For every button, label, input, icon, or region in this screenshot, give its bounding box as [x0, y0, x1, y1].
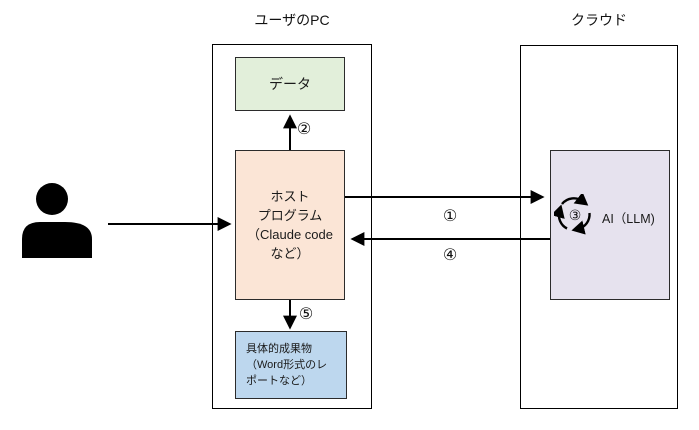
cycle-arrows-icon [554, 194, 591, 235]
deliverable-box: 具体的成果物 （Word形式のレ ポートなど） [235, 331, 347, 399]
data-box: データ [235, 57, 345, 111]
host-program-line: プログラム [257, 208, 323, 223]
arrow-label-1: ① [442, 208, 458, 225]
host-program-line: （Claude code [247, 227, 333, 242]
person-icon [22, 183, 92, 258]
ai-llm-box [550, 150, 670, 300]
host-program-box: ホスト プログラム （Claude code など） [235, 150, 345, 300]
cloud-title: クラウド [571, 12, 627, 28]
host-program-line: など） [270, 246, 310, 261]
data-box-label: データ [269, 76, 311, 92]
ai-llm-label: AI（LLM) [602, 212, 655, 226]
host-program-line: ホスト [270, 189, 310, 204]
arrow-label-3: ③ [568, 207, 582, 223]
deliverable-line: ポートなど） [246, 375, 312, 387]
arrow-label-4: ④ [442, 247, 458, 264]
deliverable-line: 具体的成果物 [246, 343, 312, 355]
deliverable-line: （Word形式のレ [246, 359, 328, 371]
arrow-label-2: ② [296, 121, 312, 138]
arrow-label-5: ⑤ [298, 306, 314, 323]
user-pc-title: ユーザのPC [254, 12, 330, 28]
